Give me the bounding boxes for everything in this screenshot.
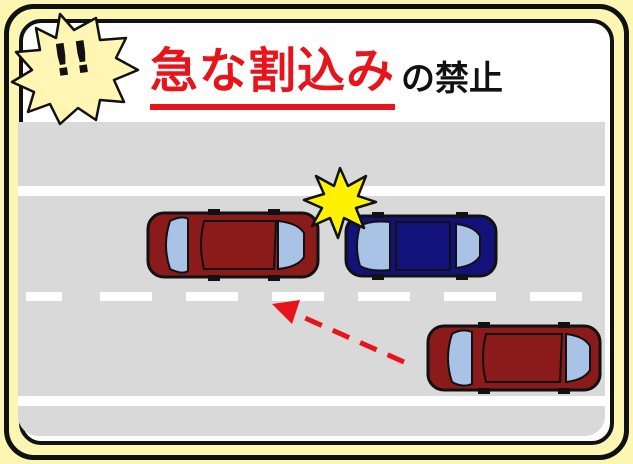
- title-suffix: の禁止: [401, 59, 504, 99]
- page-title: 急な割込み の禁止: [150, 30, 503, 110]
- blue-car: [344, 212, 498, 280]
- red-car-cutting-in: [426, 322, 602, 394]
- badge-text: !!: [48, 31, 96, 88]
- cut-in-arrow-icon: [272, 300, 406, 365]
- lane-dashed-line: [26, 292, 582, 301]
- lane-solid-line-bottom: [18, 396, 605, 406]
- lane-solid-line-top: [18, 186, 605, 196]
- red-car-front: [146, 209, 320, 281]
- collision-burst-icon: [302, 166, 378, 240]
- warning-burst-icon: [10, 12, 140, 126]
- title-main: 急な割込み: [150, 38, 396, 110]
